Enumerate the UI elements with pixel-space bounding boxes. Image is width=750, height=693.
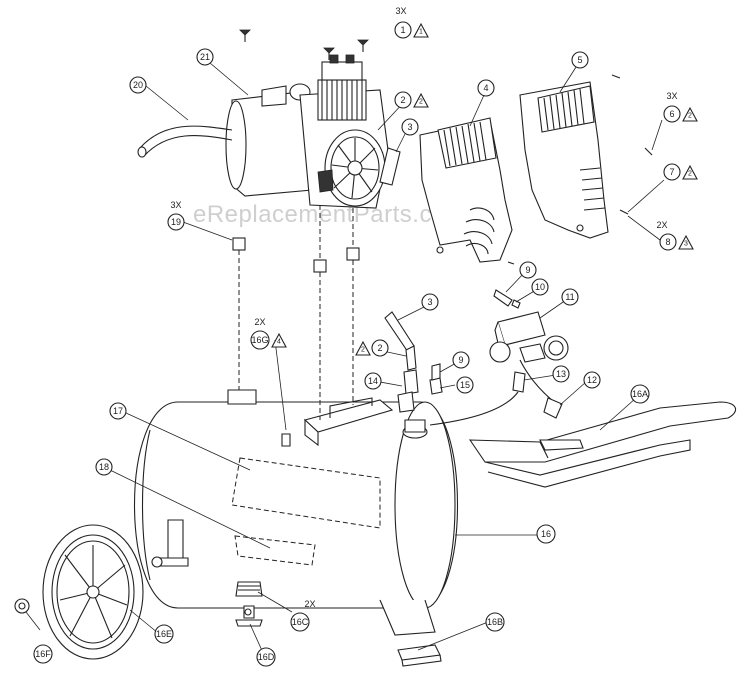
callout-21: 21	[196, 48, 214, 66]
callout-12-label: 12	[587, 375, 597, 385]
qty-6: 3X	[666, 91, 677, 101]
quick-coupler-hose	[429, 359, 563, 426]
callout-16g: 16G	[250, 330, 270, 350]
callout-4-label: 4	[483, 83, 488, 93]
callout-19-label: 19	[171, 217, 181, 227]
shroud-right	[519, 81, 609, 239]
qty-1: 3X	[395, 6, 406, 16]
callout-3a-label: 3	[407, 122, 412, 132]
callout-6-label: 6	[669, 109, 674, 119]
note-2b-label: 2	[361, 347, 365, 354]
callout-2b-label: 2	[377, 343, 382, 353]
callout-16b: 16B	[485, 612, 505, 632]
callout-16b-label: 16B	[487, 617, 503, 627]
callout-16d-label: 16D	[258, 652, 275, 662]
note-triangle-2b: 2	[355, 340, 371, 356]
shroud-left	[419, 117, 513, 263]
callout-14-label: 14	[368, 376, 378, 386]
tube-upper	[379, 147, 401, 186]
air-tank	[133, 389, 459, 667]
callout-8: 8	[659, 233, 677, 251]
callout-9a-label: 9	[525, 265, 530, 275]
callout-17: 17	[109, 402, 127, 420]
callout-11-label: 11	[565, 292, 574, 302]
callout-16d: 16D	[256, 647, 276, 667]
qty-19: 3X	[170, 200, 181, 210]
callout-10: 10	[531, 278, 549, 296]
drain-fitting	[235, 433, 291, 627]
callout-13: 13	[552, 365, 570, 383]
qty-16c: 2X	[304, 599, 315, 609]
callout-16f-label: 16F	[35, 649, 51, 659]
callout-16a: 16A	[630, 384, 650, 404]
callout-7-label: 7	[669, 167, 674, 177]
callout-21-label: 21	[200, 52, 210, 62]
callout-13-label: 13	[556, 369, 566, 379]
callout-16e: 16E	[154, 624, 174, 644]
screws	[239, 29, 369, 60]
callout-5-label: 5	[577, 55, 582, 65]
callout-9b: 9	[452, 351, 470, 369]
note-8-label: 3	[684, 241, 688, 248]
note-7-label: 2	[688, 171, 692, 178]
callout-3b-label: 3	[427, 297, 432, 307]
callout-10-label: 10	[535, 282, 545, 292]
note-triangle-8: 3	[678, 234, 694, 250]
note-triangle-7: 2	[682, 164, 698, 180]
note-triangle-2a: 2	[413, 92, 429, 108]
callout-8-label: 8	[665, 237, 670, 247]
note-2a-label: 2	[419, 99, 423, 106]
callout-2a: 2	[394, 91, 412, 109]
callout-16a-label: 16A	[632, 389, 648, 399]
note-1-label: 1	[419, 29, 423, 36]
callout-16e-label: 16E	[156, 629, 172, 639]
note-6-label: 2	[688, 113, 692, 120]
callout-3a: 3	[401, 118, 419, 136]
callout-6: 6	[663, 105, 681, 123]
callout-12: 12	[583, 371, 601, 389]
callout-16g-label: 16G	[251, 335, 268, 345]
callout-16: 16	[536, 524, 556, 544]
qty-16g: 2X	[254, 317, 265, 327]
callout-3b: 3	[421, 293, 439, 311]
callout-20-label: 20	[133, 80, 143, 90]
note-triangle-6: 2	[682, 106, 698, 122]
callout-1-label: 1	[400, 25, 405, 35]
note-triangle-4: 4	[271, 332, 287, 348]
callout-2a-label: 2	[400, 95, 405, 105]
callout-15: 15	[456, 376, 474, 394]
isolators	[232, 205, 360, 420]
note-4-label: 4	[277, 339, 281, 346]
handle	[468, 401, 737, 488]
wheel	[14, 524, 144, 660]
callout-20: 20	[129, 76, 147, 94]
callout-16c: 16C	[290, 612, 310, 632]
outlet-tube	[384, 311, 443, 413]
note-triangle-1: 1	[413, 22, 429, 38]
callout-16-label: 16	[541, 529, 551, 539]
callout-16f: 16F	[33, 644, 53, 664]
callout-1: 1	[394, 21, 412, 39]
callout-15-label: 15	[460, 380, 470, 390]
callout-18: 18	[95, 458, 113, 476]
callout-9a: 9	[519, 261, 537, 279]
callout-17-label: 17	[113, 406, 123, 416]
callout-5: 5	[571, 51, 589, 69]
callout-2b: 2	[371, 339, 389, 357]
qty-8: 2X	[656, 220, 667, 230]
power-cord	[139, 125, 233, 149]
callout-16c-label: 16C	[292, 617, 309, 627]
callout-7: 7	[663, 163, 681, 181]
callout-11: 11	[561, 288, 579, 306]
regulator-manifold	[489, 311, 569, 363]
callout-18-label: 18	[99, 462, 109, 472]
callout-9b-label: 9	[458, 355, 463, 365]
callout-14: 14	[364, 372, 382, 390]
callout-19: 19	[167, 213, 185, 231]
motor-pump-assembly	[225, 54, 389, 209]
callout-4: 4	[477, 79, 495, 97]
